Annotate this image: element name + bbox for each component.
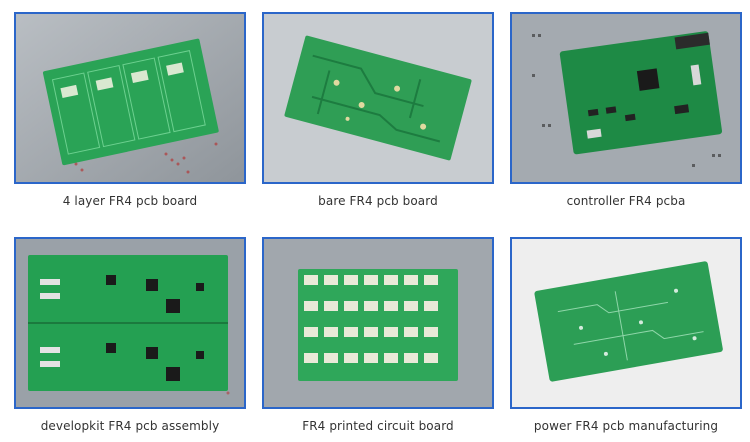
- gallery-caption[interactable]: FR4 printed circuit board: [302, 419, 454, 433]
- pcb-image: [512, 239, 740, 407]
- gallery-item-power-pcb[interactable]: power FR4 pcb manufacturing: [510, 237, 742, 433]
- pcb-photo[interactable]: [262, 237, 494, 409]
- gallery-item-bare-pcb[interactable]: bare FR4 pcb board: [262, 12, 494, 208]
- pcb-photo[interactable]: [510, 237, 742, 409]
- pcb-photo[interactable]: [14, 12, 246, 184]
- pcb-image: [512, 14, 740, 182]
- pcb-photo[interactable]: [510, 12, 742, 184]
- gallery-caption[interactable]: controller FR4 pcba: [566, 194, 686, 208]
- gallery-item-4-layer-pcb[interactable]: 4 layer FR4 pcb board: [14, 12, 246, 208]
- pcb-photo[interactable]: [14, 237, 246, 409]
- gallery-caption[interactable]: power FR4 pcb manufacturing: [533, 419, 719, 433]
- pcb-photo[interactable]: [262, 12, 494, 184]
- gallery-caption[interactable]: bare FR4 pcb board: [318, 194, 438, 208]
- gallery-caption[interactable]: developkit FR4 pcb assembly: [40, 419, 220, 433]
- pcb-image: [16, 239, 244, 407]
- gallery-caption[interactable]: 4 layer FR4 pcb board: [62, 194, 198, 208]
- gallery-item-printed-circuit-board[interactable]: FR4 printed circuit board: [262, 237, 494, 433]
- pcb-image: [16, 14, 244, 182]
- gallery-item-controller-pcba[interactable]: controller FR4 pcba: [510, 12, 742, 208]
- pcb-image: [264, 14, 492, 182]
- gallery-item-developkit-pcba[interactable]: developkit FR4 pcb assembly: [14, 237, 246, 433]
- pcb-image: [264, 239, 492, 407]
